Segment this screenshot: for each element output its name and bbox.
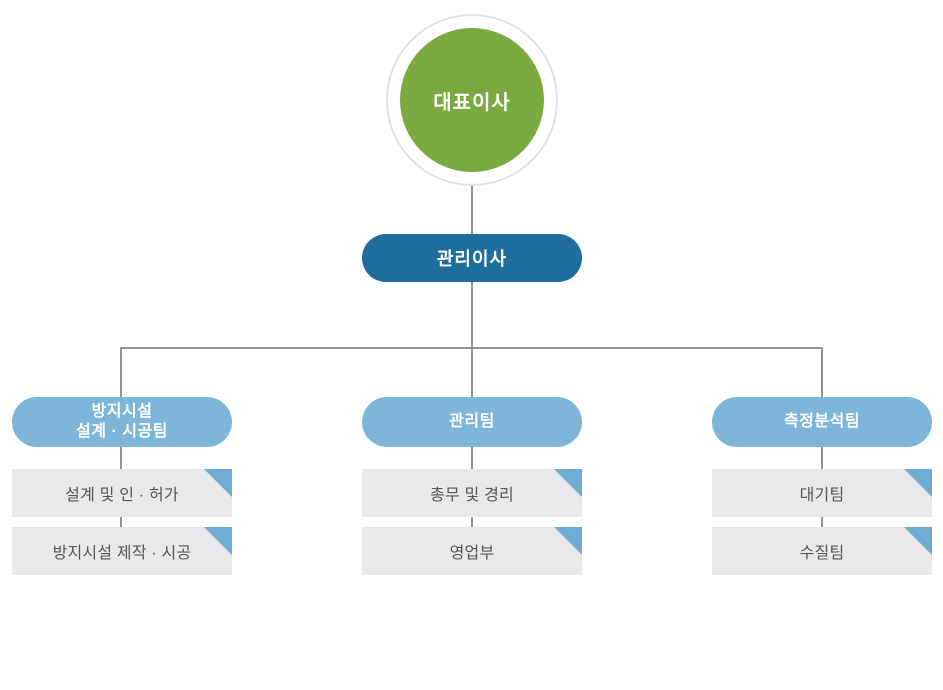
node-managing-director: 관리이사 xyxy=(362,234,582,282)
branch-label: 관리팀 xyxy=(449,413,495,430)
branch-pill-facility-design-construction: 방지시설 설계 · 시공팀 xyxy=(12,397,232,447)
dept-box-general-affairs-accounting: 총무 및 경리 xyxy=(362,469,582,517)
corner-triangle-icon xyxy=(204,527,232,555)
node-ceo-ring: 대표이사 xyxy=(386,14,558,186)
node-ceo-label: 대표이사 xyxy=(433,91,511,114)
corner-triangle-icon xyxy=(204,469,232,497)
connector-left-box-box xyxy=(120,517,122,527)
corner-triangle-icon xyxy=(554,469,582,497)
dept-box-design-permits: 설계 및 인 · 허가 xyxy=(12,469,232,517)
corner-triangle-icon xyxy=(554,527,582,555)
branch-label-line: 설계 · 시공팀 xyxy=(76,423,168,440)
dept-box-label: 방지시설 제작 · 시공 xyxy=(52,545,192,562)
corner-triangle-icon xyxy=(904,527,932,555)
dept-box-label: 총무 및 경리 xyxy=(430,487,514,504)
node-ceo: 대표이사 xyxy=(400,28,544,172)
connector-mid-pill-box xyxy=(471,447,473,469)
connector-right-box-box xyxy=(821,517,823,527)
dept-box-label: 설계 및 인 · 허가 xyxy=(65,487,179,504)
branch-label: 측정분석팀 xyxy=(783,413,861,430)
dept-box-facility-fabrication: 방지시설 제작 · 시공 xyxy=(12,527,232,575)
branch-pill-management-team: 관리팀 xyxy=(362,397,582,447)
dept-box-sales: 영업부 xyxy=(362,527,582,575)
dept-box-air-team: 대기팀 xyxy=(712,469,932,517)
connector-right-pill-box xyxy=(821,447,823,469)
connector-right-branch xyxy=(821,347,823,397)
connector-director-trunk xyxy=(471,282,473,397)
dept-box-label: 대기팀 xyxy=(799,487,845,504)
branch-label-line: 방지시설 xyxy=(91,403,153,420)
dept-box-label: 수질팀 xyxy=(799,545,845,562)
corner-triangle-icon xyxy=(904,469,932,497)
connector-left-branch xyxy=(120,347,122,397)
dept-box-label: 영업부 xyxy=(449,545,495,562)
connector-root-to-director xyxy=(471,186,473,235)
branch-pill-measurement-analysis-team: 측정분석팀 xyxy=(712,397,932,447)
connector-horizontal-bar xyxy=(120,347,823,349)
dept-box-water-quality-team: 수질팀 xyxy=(712,527,932,575)
connector-left-pill-box xyxy=(120,447,122,469)
node-managing-director-label: 관리이사 xyxy=(436,249,508,269)
connector-mid-box-box xyxy=(471,517,473,527)
